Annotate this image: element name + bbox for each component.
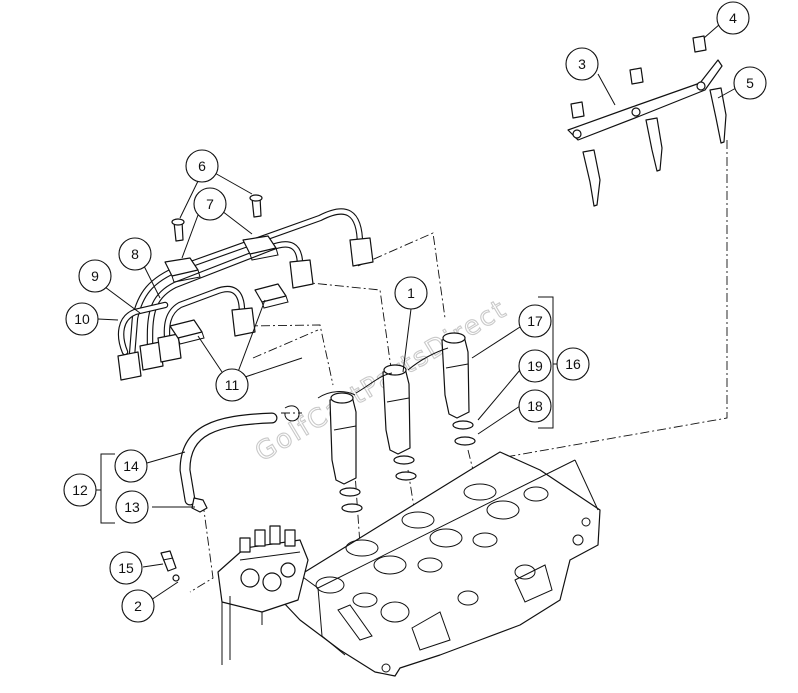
callout-16: 16 xyxy=(556,347,590,381)
callout-14-label: 14 xyxy=(123,458,139,474)
callout-11-label: 11 xyxy=(225,377,240,393)
callout-19-label: 19 xyxy=(527,358,543,374)
callout-17: 17 xyxy=(518,304,552,338)
callout-3-label: 3 xyxy=(578,56,586,72)
callout-5: 5 xyxy=(733,66,767,100)
callout-14: 14 xyxy=(114,449,148,483)
glow-plug-assembly xyxy=(567,35,727,207)
callout-18-label: 18 xyxy=(527,398,543,414)
callout-9: 9 xyxy=(78,259,112,293)
callout-2-label: 2 xyxy=(134,598,142,614)
callout-16-label: 16 xyxy=(565,356,581,372)
injection-pump xyxy=(217,525,309,665)
line-clamps xyxy=(164,194,289,345)
callout-7: 7 xyxy=(193,187,227,221)
callout-8: 8 xyxy=(118,237,152,271)
banjo-fitting xyxy=(160,550,180,582)
injector-lines xyxy=(117,208,374,381)
callout-10-label: 10 xyxy=(74,311,90,327)
callout-1: 1 xyxy=(394,276,428,310)
callout-12-label: 12 xyxy=(72,482,88,498)
callout-10: 10 xyxy=(65,302,99,336)
callout-5-label: 5 xyxy=(746,75,754,91)
callout-15: 15 xyxy=(109,551,143,585)
callout-9-label: 9 xyxy=(91,268,99,284)
cylinder-head xyxy=(282,451,601,677)
callout-8-label: 8 xyxy=(131,246,139,262)
callout-6-label: 6 xyxy=(198,158,206,174)
callout-7-label: 7 xyxy=(206,196,214,212)
fuel-return-hose xyxy=(179,405,300,513)
callout-3: 3 xyxy=(565,47,599,81)
callout-1-label: 1 xyxy=(407,285,415,301)
callout-18: 18 xyxy=(518,389,552,423)
callout-4-label: 4 xyxy=(729,10,737,26)
callout-6: 6 xyxy=(185,149,219,183)
callout-2: 2 xyxy=(121,589,155,623)
callout-15-label: 15 xyxy=(118,560,134,576)
callout-17-label: 17 xyxy=(527,313,543,329)
callout-13-label: 13 xyxy=(124,499,140,515)
leader-lines xyxy=(96,23,737,601)
callout-13: 13 xyxy=(115,490,149,524)
callout-4: 4 xyxy=(716,1,750,35)
callouts: 1 2 3 4 5 6 7 8 9 10 11 12 13 14 15 16 1… xyxy=(63,1,767,623)
callout-19: 19 xyxy=(518,349,552,383)
callout-12: 12 xyxy=(63,473,97,507)
injectors xyxy=(317,332,476,513)
callout-11: 11 xyxy=(215,368,249,402)
